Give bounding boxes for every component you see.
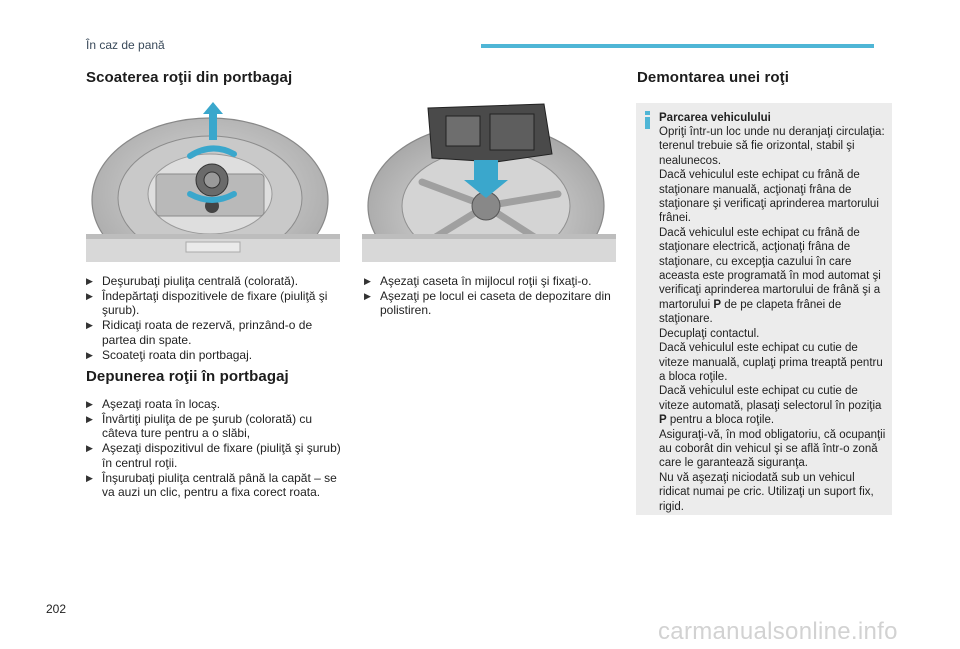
arrow-bullet-icon: ▶ <box>86 472 93 483</box>
info-box-title: Parcarea vehiculului <box>659 112 771 124</box>
page-number: 202 <box>46 602 67 616</box>
info-box-text: Opriţi într-un loc unde nu deranjaţi cir… <box>659 126 886 513</box>
header-accent-bar <box>481 44 874 48</box>
list-item: ▶Ridicaţi roata de rezervă, prinzând-o d… <box>86 318 313 347</box>
remove-wheel-steps: ▶Deşurubaţi piuliţa centrală (colorată).… <box>86 274 340 362</box>
list-item: ▶Deşurubaţi piuliţa centrală (colorată). <box>86 274 299 288</box>
list-item: ▶Învârtiţi piuliţa de pe şurub (colorată… <box>86 411 313 441</box>
info-icon <box>645 111 650 129</box>
running-header: În caz de pană <box>86 38 165 52</box>
section-title-dismount-wheel: Demontarea unei roţi <box>637 69 790 86</box>
list-item: ▶Aşezaţi caseta în mijlocul roţii şi fix… <box>364 274 592 288</box>
arrow-bullet-icon: ▶ <box>364 276 371 286</box>
list-item: ▶Îndepărtaţi dispozitivele de fixare (pi… <box>86 288 328 318</box>
list-item: ▶Scoateţi roata din portbagaj. <box>86 347 253 362</box>
arrow-bullet-icon: ▶ <box>86 413 93 424</box>
arrow-bullet-icon: ▶ <box>86 290 93 301</box>
section-title-remove-wheel: Scoaterea roţii din portbagaj <box>86 69 293 86</box>
figure-spare-wheel-removal <box>86 102 340 262</box>
list-item: ▶Înşurubaţi piuliţa centrală până la cap… <box>86 470 337 500</box>
store-wheel-steps: ▶Aşezaţi roata în locaş. ▶Învârtiţi piul… <box>86 397 342 500</box>
watermark: carmanualsonline.info <box>658 618 898 645</box>
list-item: ▶Aşezaţi dispozitivul de fixare (piuliţă… <box>86 441 341 470</box>
box-steps: ▶Aşezaţi caseta în mijlocul roţii şi fix… <box>364 274 618 318</box>
arrow-bullet-icon: ▶ <box>86 276 93 286</box>
arrow-bullet-icon: ▶ <box>86 443 93 454</box>
arrow-bullet-icon: ▶ <box>86 399 93 409</box>
section-title-store-wheel: Depunerea roţii în portbagaj <box>86 368 289 385</box>
arrow-bullet-icon: ▶ <box>86 349 93 360</box>
arrow-bullet-icon: ▶ <box>364 290 371 301</box>
list-item: ▶Aşezaţi roata în locaş. <box>86 397 221 411</box>
info-box-parking: Parcarea vehiculului Opriţi într-un loc … <box>636 103 892 515</box>
arrow-bullet-icon: ▶ <box>86 320 93 331</box>
figure-box-in-wheel <box>362 102 616 262</box>
list-item: ▶Aşezaţi pe locul ei caseta de depozitar… <box>364 288 611 318</box>
